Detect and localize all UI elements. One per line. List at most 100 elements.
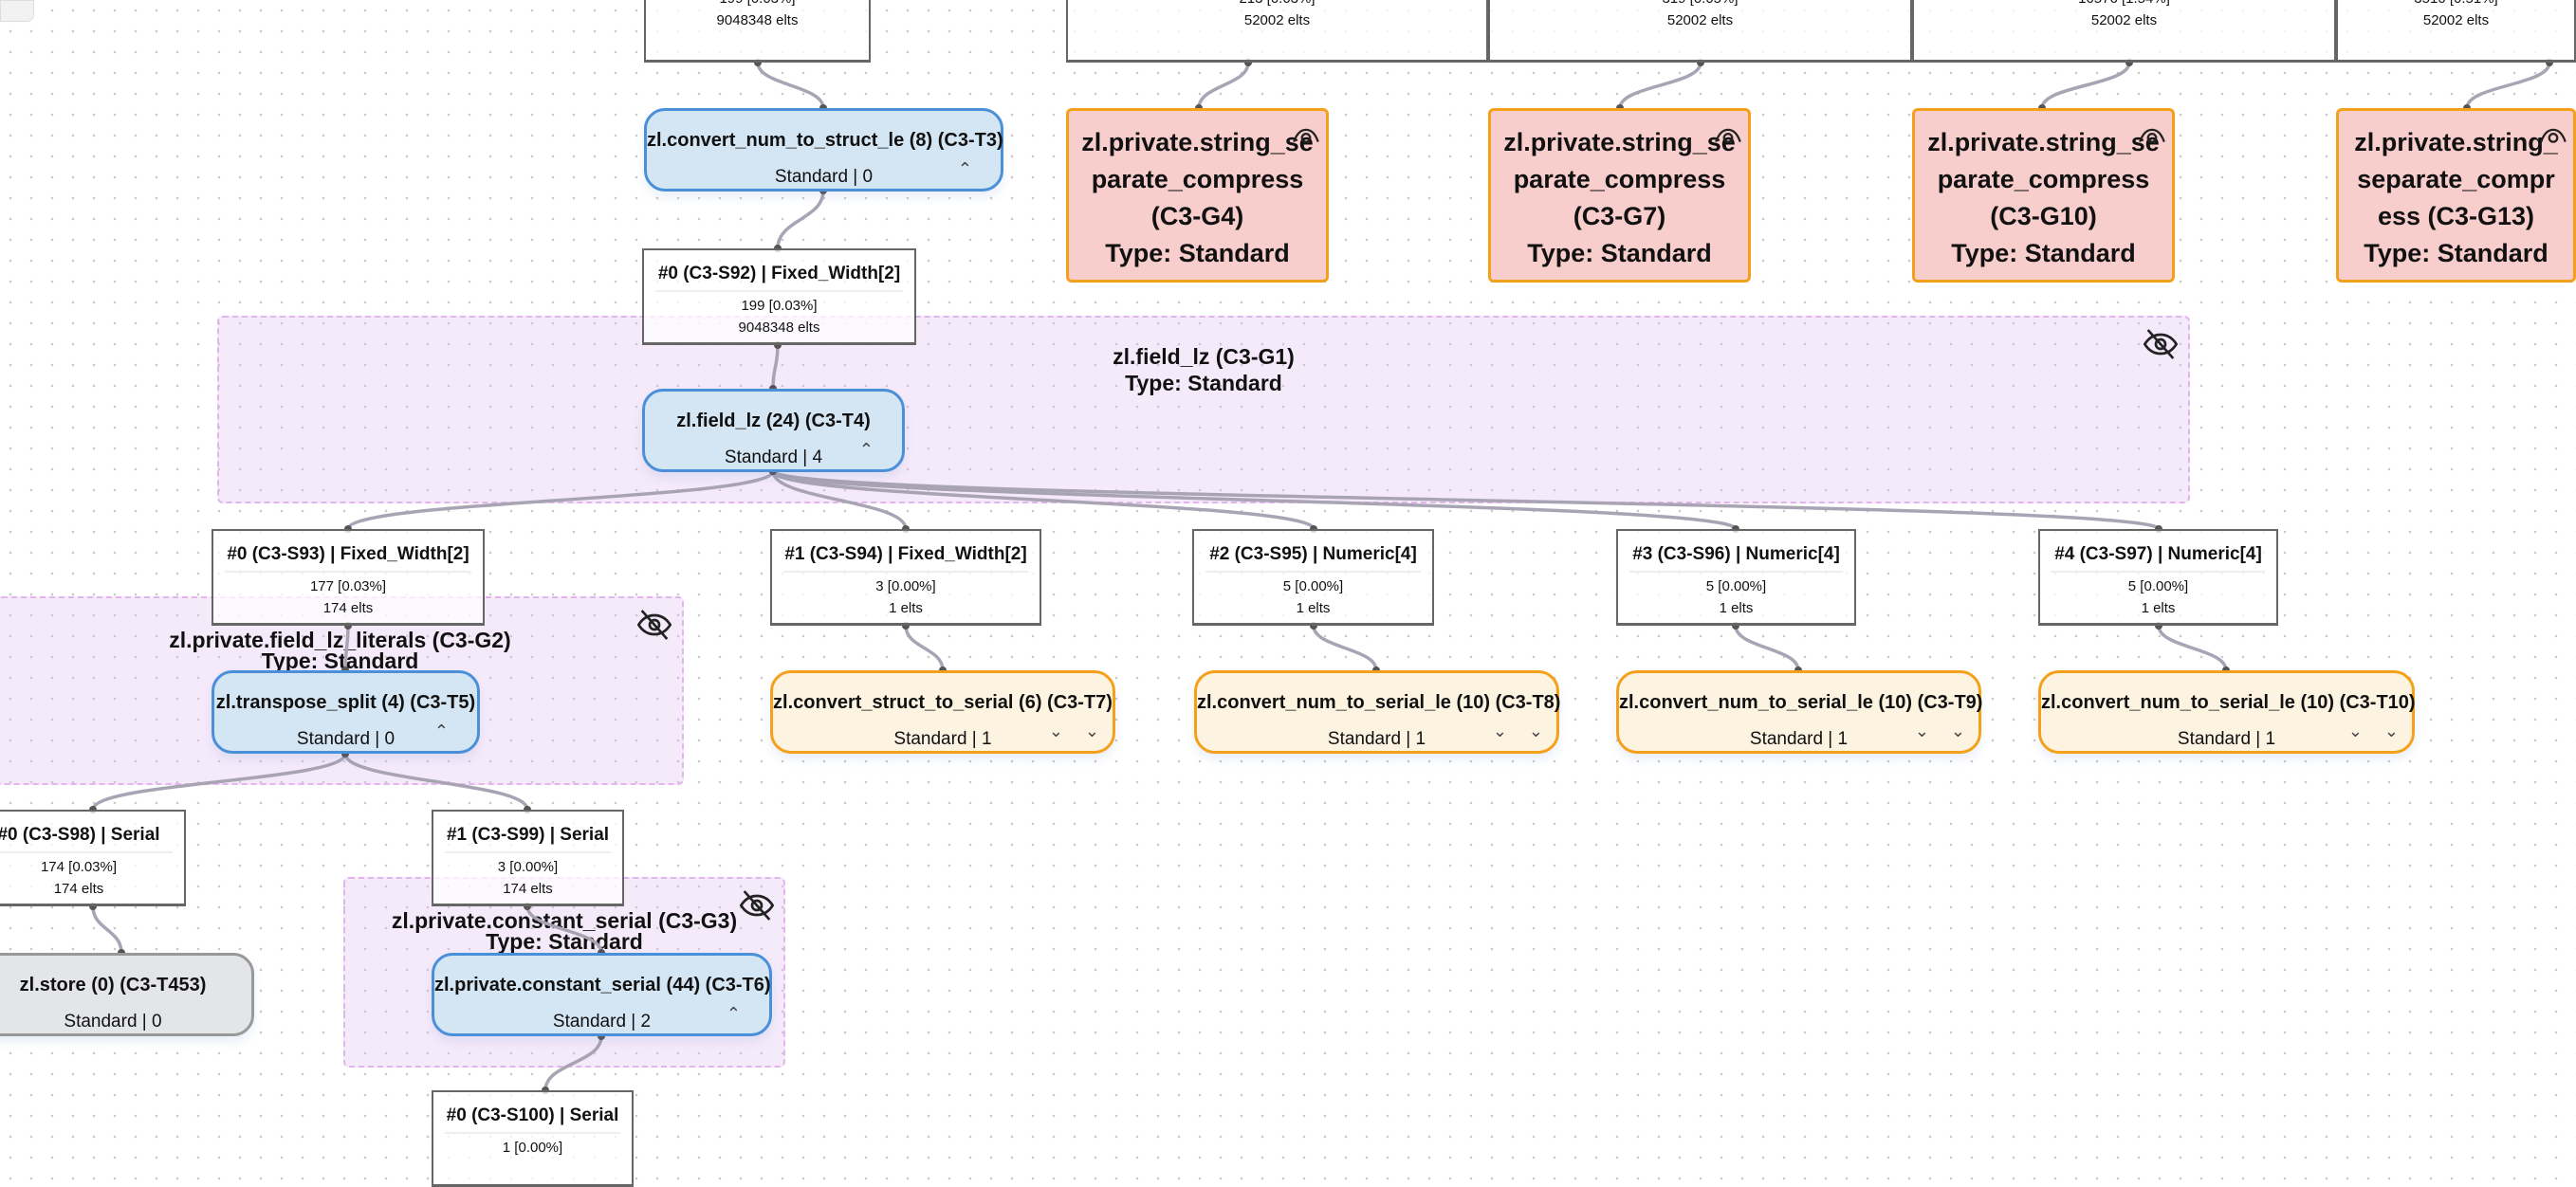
transform-title: zl.convert_num_to_struct_le (8) (C3-T3) — [647, 130, 1003, 151]
group-title: zl.private.field_lz_literals (C3-G2) — [169, 628, 511, 652]
group-title: zl.field_lz (C3-G1) — [1113, 344, 1295, 369]
group-type: Type: Standard — [486, 929, 643, 954]
expand-down-icon[interactable]: ⌄ — [1084, 721, 1099, 740]
edge — [904, 625, 945, 671]
collapsed-group-node[interactable]: zl.private.string_separate_compress (C3-… — [1912, 108, 2175, 283]
stream-size: 10576 [1.54%] — [1914, 0, 2334, 7]
group-type: Type: Standard — [261, 648, 419, 673]
chevron-down-icon[interactable]: ⌄ — [1914, 721, 1929, 740]
stream-elts: 174 elts — [503, 881, 553, 897]
stream-node[interactable]: 3510 [0.51%]52002 elts — [2336, 0, 2576, 63]
stream-node[interactable]: 10576 [1.54%] 52002 elts — [1912, 0, 2336, 63]
stream-size: 3510 [0.51%] — [2338, 0, 2574, 7]
expand-down-icon[interactable]: ⌄ — [1950, 721, 1965, 740]
stream-title: #0 (C3-S92) | Fixed_Width[2] — [655, 264, 903, 292]
show-group-eye-icon[interactable] — [1290, 120, 1322, 153]
stream-node[interactable]: 319 [0.05%] 52002 elts — [1488, 0, 1912, 63]
edge — [1197, 62, 1250, 109]
collapse-up-icon[interactable]: ⌃ — [433, 721, 449, 740]
transform-node[interactable]: zl.field_lz (24) (C3-T4)Standard | 4⌃ — [642, 389, 905, 472]
expand-down-icon[interactable]: ⌄ — [2383, 721, 2399, 740]
stream-title: #4 (C3-S97) | Numeric[4] — [2052, 544, 2265, 573]
stream-node[interactable]: #2 (C3-S95) | Numeric[4]5 [0.00%]1 elts — [1192, 529, 1434, 626]
collapse-up-icon[interactable]: ⌃ — [957, 159, 972, 178]
stream-node[interactable]: #1 (C3-S94) | Fixed_Width[2] 3 [0.00%] 1 e… — [770, 529, 1041, 626]
show-group-eye-icon[interactable] — [1712, 120, 1744, 153]
stream-title: #1 (C3-S99) | Serial — [445, 825, 611, 853]
collapsed-group-type: Type: Standard — [1105, 239, 1290, 267]
stream-elts: 1 elts — [1296, 600, 1331, 616]
edge — [2157, 625, 2228, 671]
hide-group-eye-off-icon[interactable] — [738, 886, 776, 924]
transform-status: Standard | 0 — [774, 167, 874, 187]
transform-status: Standard | 1 — [2177, 729, 2276, 749]
collapse-up-icon[interactable]: ⌃ — [726, 1004, 741, 1023]
stream-size: 213 [0.03%] — [1068, 0, 1486, 7]
show-group-eye-icon[interactable] — [2136, 120, 2168, 153]
stream-node[interactable]: #0 (C3-S93) | Fixed_Width[2]177 [0.03%]1… — [212, 529, 485, 626]
stream-elts: 1 elts — [2141, 600, 2176, 616]
transform-title: zl.convert_num_to_serial_le (10) (C3-T9) — [1619, 692, 1983, 713]
stream-node[interactable]: #3 (C3-S96) | Numeric[4] 5 [0.00%] 1 elts — [1616, 529, 1856, 626]
stream-node[interactable]: 213 [0.03%]52002 elts — [1066, 0, 1488, 63]
collapsed-group-type: Type: Standard — [1951, 239, 2136, 267]
chevron-down-icon[interactable]: ⌄ — [2347, 721, 2363, 740]
transform-status: Standard | 0 — [296, 729, 396, 749]
stream-node[interactable]: 199 [0.03%]9048348 elts — [644, 0, 871, 63]
transform-title: zl.convert_num_to_serial_le (10) (C3-T10… — [2041, 692, 2416, 713]
transform-title: zl.convert_struct_to_serial (6) (C3-T7) — [773, 692, 1113, 713]
stream-node[interactable]: #0 (C3-S92) | Fixed_Width[2] 199 [0.03%] 9… — [642, 248, 916, 345]
transform-node[interactable]: zl.convert_num_to_serial_le (10) (C3-T9)… — [1616, 670, 1983, 754]
edge — [91, 905, 123, 954]
hide-group-eye-off-icon[interactable] — [2142, 325, 2180, 363]
group-type: Type: Standard — [1125, 371, 1282, 395]
transform-node[interactable]: zl.convert_num_to_struct_le (8) (C3-T3) S… — [644, 108, 1003, 192]
stream-elts: 174 elts — [53, 881, 104, 897]
stream-title: #3 (C3-S96) | Numeric[4] — [1629, 544, 1843, 573]
transform-title: zl.private.constant_serial (44) (C3-T6) — [434, 975, 771, 995]
transform-node[interactable]: zl.convert_num_to_serial_le (10) (C3-T8)… — [1194, 670, 1561, 754]
stream-size: 174 [0.03%] — [40, 859, 118, 875]
transform-title: zl.field_lz (24) (C3-T4) — [676, 411, 871, 431]
collapsed-group-node[interactable]: zl.private.string_separate_compress (C3-… — [1066, 108, 1329, 283]
stream-size: 5 [0.00%] — [1282, 578, 1344, 594]
stream-title: #1 (C3-S94) | Fixed_Width[2] — [783, 544, 1028, 573]
stream-elts: 52002 elts — [1666, 12, 1734, 28]
collapsed-group-type: Type: Standard — [2364, 239, 2548, 267]
show-group-eye-icon[interactable] — [2537, 120, 2569, 153]
stream-elts: 1 elts — [1719, 600, 1754, 616]
transform-status: Standard | 2 — [552, 1012, 652, 1032]
collapsed-group-type: Type: Standard — [1527, 239, 1712, 267]
transform-node[interactable]: zl.convert_struct_to_serial (6) (C3-T7) S… — [770, 670, 1115, 754]
collapsed-group-node[interactable]: zl.private.string_separate_compress (C3-… — [2336, 108, 2576, 283]
collapsed-group-title: zl.private.string_separate_compress (C3-… — [1503, 128, 1736, 230]
stream-size: 5 [0.00%] — [1705, 578, 1767, 594]
panel-corner-button[interactable] — [0, 0, 34, 22]
transform-status: Standard | 1 — [893, 729, 992, 749]
stream-size: 319 [0.05%] — [1490, 0, 1910, 7]
chevron-down-icon[interactable]: ⌄ — [1492, 721, 1507, 740]
edge — [1734, 625, 1800, 671]
collapsed-group-node[interactable]: zl.private.string_separate_compress (C3-… — [1488, 108, 1751, 283]
hide-group-eye-off-icon[interactable] — [635, 606, 673, 644]
stream-elts: 1 elts — [889, 600, 923, 616]
stream-elts: 9048348 elts — [738, 320, 820, 336]
stream-size: 199 [0.03%] — [741, 298, 818, 314]
edge — [1618, 62, 1702, 109]
collapse-up-icon[interactable]: ⌃ — [858, 440, 874, 459]
transform-node[interactable]: zl.convert_num_to_serial_le (10) (C3-T10… — [2038, 670, 2416, 754]
transform-title: zl.convert_num_to_serial_le (10) (C3-T8) — [1197, 692, 1561, 713]
stream-size: 3 [0.00%] — [875, 578, 936, 594]
group-title: zl.private.constant_serial (C3-G3) — [391, 908, 738, 933]
transform-status: Standard | 1 — [1749, 729, 1849, 749]
transform-node[interactable]: zl.transpose_split (4) (C3-T5)Standard |… — [212, 670, 480, 754]
transform-node[interactable]: zl.private.constant_serial (44) (C3-T6) S… — [432, 953, 772, 1036]
transform-node[interactable]: zl.store (0) (C3-T453)Standard | 0 — [0, 953, 254, 1036]
stream-node[interactable]: #4 (C3-S97) | Numeric[4]5 [0.00%]1 elts — [2038, 529, 2278, 626]
expand-down-icon[interactable]: ⌄ — [1528, 721, 1543, 740]
stream-elts: 52002 elts — [2090, 12, 2158, 28]
chevron-down-icon[interactable]: ⌄ — [1048, 721, 1063, 740]
